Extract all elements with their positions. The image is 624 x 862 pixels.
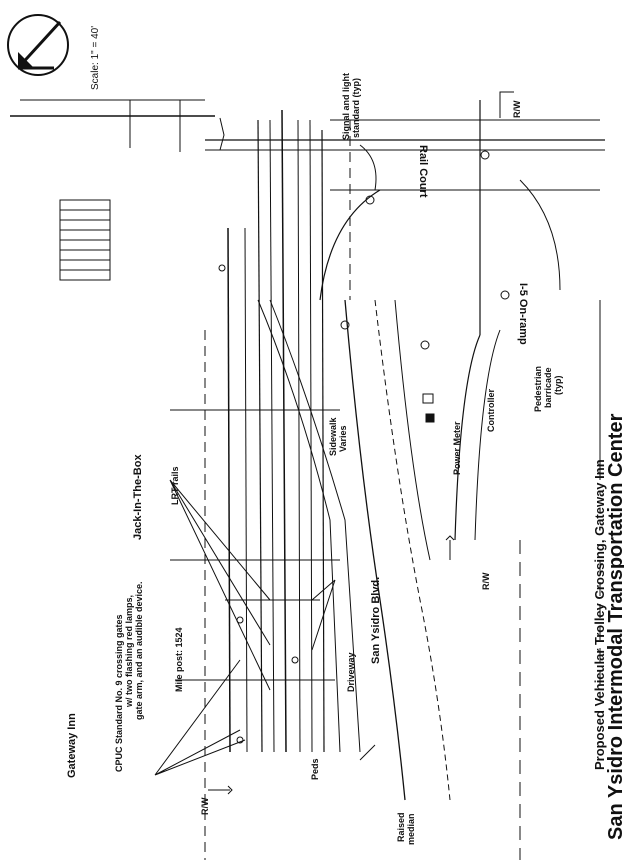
raised-median-label-line2: median [406, 813, 416, 845]
ped-barricade-label-line3: (typ) [553, 376, 563, 396]
sidewalk-label-line1: Sidewalk [328, 416, 338, 456]
jack-in-the-box-label: Jack-In-The-Box [132, 454, 144, 540]
signal-note-line2: standard (typ) [351, 78, 361, 138]
cpuc-note-line2: w/ two flashing red lamps, [124, 595, 134, 708]
ped-barricade-label-line2: barricade [543, 367, 553, 408]
lrt-rails-label: LRT rails [170, 466, 180, 505]
raised-median-label-line1: Raised [396, 812, 406, 842]
ped-barricade-label-line1: Pedestrian [533, 366, 543, 412]
power-meter-label: Power Meter [452, 421, 462, 475]
signal-note-line1: Signal and light [341, 73, 351, 140]
plan-linework [10, 91, 605, 860]
title-line2: San Ysidro Intermodal Transportation Cen… [605, 413, 624, 840]
rw-left-label: R/W [200, 797, 210, 815]
north-arrow-icon [7, 14, 69, 76]
cpuc-note-line3: gate arm, and an audible device. [134, 581, 144, 720]
mile-post-label: Mile post: 1524 [174, 627, 184, 692]
cpuc-note-line1: CPUC Standard No. 9 crossing gates [114, 614, 124, 772]
title-line1: Proposed Vehicular Trolley Crossing, Gat… [592, 459, 607, 770]
rw-bottom-label: R/W [481, 572, 491, 590]
driveway-label: Driveway [346, 652, 356, 692]
san-ysidro-blvd-label: San Ysidro Blvd. [370, 577, 382, 664]
sidewalk-label-line2: Varies [338, 425, 348, 452]
i5-onramp-label: I-5 On-ramp [517, 283, 529, 345]
peds-label: Peds [310, 758, 320, 780]
scale-label: Scale: 1" = 40' [90, 26, 101, 90]
rail-court-label: Rail Court [417, 145, 429, 198]
gateway-inn-label: Gateway Inn [66, 713, 78, 778]
controller-label: Controller [486, 389, 496, 432]
rw-top-label: R/W [512, 100, 522, 118]
